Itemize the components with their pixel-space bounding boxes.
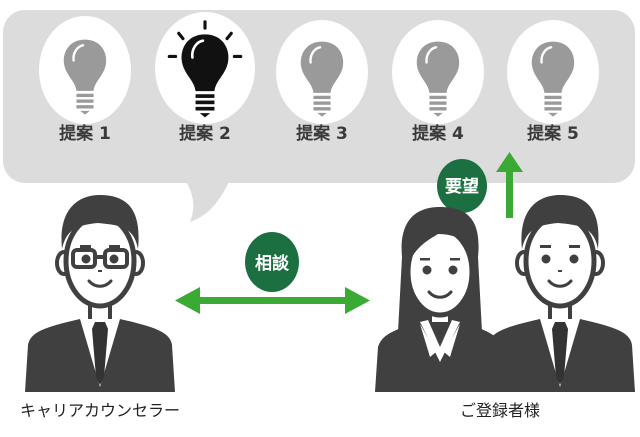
- glasses-icon: [71, 248, 129, 269]
- proposal-label: 提案 4: [412, 123, 464, 144]
- proposal-1: 提案 1: [39, 16, 131, 144]
- up-arrow-icon: [496, 152, 523, 218]
- request-badge: 要望: [437, 159, 487, 213]
- svg-text:相談: 相談: [255, 253, 290, 274]
- counselor-avatar: [25, 195, 175, 392]
- registrants-label: ご登録者様: [460, 401, 540, 420]
- proposal-3: 提案 3: [276, 20, 368, 144]
- consult-badge: 相談: [245, 232, 299, 292]
- proposal-label: 提案 2: [179, 123, 231, 144]
- counselor-label: キャリアカウンセラー: [20, 401, 180, 420]
- proposal-4: 提案 4: [392, 20, 484, 144]
- registrant-female-avatar: [375, 207, 505, 392]
- lightbulb-lit-icon: [167, 20, 243, 119]
- double-arrow-icon: [175, 287, 370, 314]
- registrant-male-avatar: [485, 195, 635, 392]
- proposal-label: 提案 5: [527, 123, 579, 144]
- proposal-5: 提案 5: [507, 20, 599, 144]
- svg-text:要望: 要望: [445, 176, 479, 197]
- proposal-label: 提案 1: [59, 123, 111, 144]
- proposal-label: 提案 3: [296, 123, 348, 144]
- proposal-2: 提案 2: [155, 12, 255, 144]
